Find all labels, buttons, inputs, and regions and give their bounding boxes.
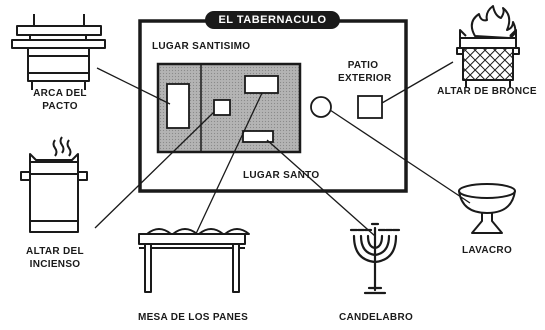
leader-lines (94, 61, 471, 239)
lampstand-marker (242, 130, 274, 143)
incense-altar-icon (20, 136, 88, 233)
table-marker (244, 75, 279, 94)
bronze-altar-marker (357, 95, 383, 119)
laver-label: LAVACRO (461, 245, 513, 256)
diagram-title: EL TABERNACULO (205, 11, 340, 29)
lampstand-icon (349, 222, 401, 295)
bronze-altar-icon (456, 5, 520, 88)
incense-altar-label-line1: ALTAR DEL (26, 246, 84, 257)
outer-court-label-line2: EXTERIOR (338, 73, 392, 84)
lampstand-label: CANDELABRO (338, 312, 414, 323)
holy-place-label: LUGAR SANTO (243, 170, 320, 181)
holy-of-holies-label: LUGAR SANTISIMO (152, 41, 251, 52)
incense-altar-marker (213, 99, 231, 116)
laver-marker (310, 96, 332, 118)
ark-label-line1: ARCA DEL (33, 88, 87, 99)
table-label: MESA DE LOS PANES (137, 312, 249, 323)
ark-icon (11, 14, 106, 90)
ark-label-line2: PACTO (42, 101, 78, 112)
ark-marker (166, 83, 190, 129)
outer-court-label-line1: PATIO (347, 60, 379, 71)
incense-altar-label-line2: INCIENSO (29, 259, 81, 270)
bronze-altar-label: ALTAR DE BRONCE (437, 86, 537, 97)
laver-icon (458, 183, 516, 234)
table-of-bread-icon (138, 228, 250, 293)
